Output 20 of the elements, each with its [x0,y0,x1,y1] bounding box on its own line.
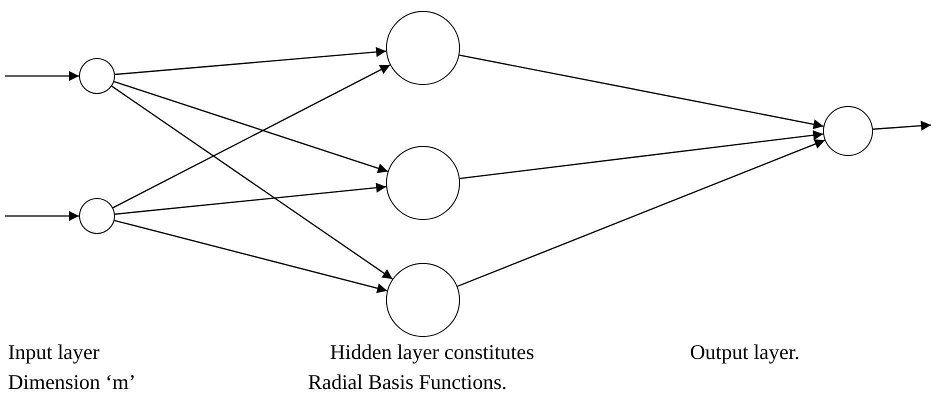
arrow [114,81,388,174]
layer-caption: Radial Basis Functions. [308,370,507,395]
arrow [5,71,79,81]
circle-node [823,106,873,156]
arrow [112,64,390,208]
arrow [114,220,388,294]
arrow [114,47,386,76]
arrow [872,120,932,131]
arrow [5,211,79,221]
layer-caption: Input layer [8,340,100,365]
layer-caption: Dimension ‘m’ [8,370,136,395]
circle-node [79,58,115,94]
circle-node [79,198,115,234]
arrow [460,130,824,180]
layer-caption: Output layer. [690,340,800,365]
arrow [111,86,393,280]
arrow [114,182,386,215]
layer-caption: Hidden layer constitutes [330,340,534,365]
arrow [457,139,825,287]
arrow [459,54,824,130]
